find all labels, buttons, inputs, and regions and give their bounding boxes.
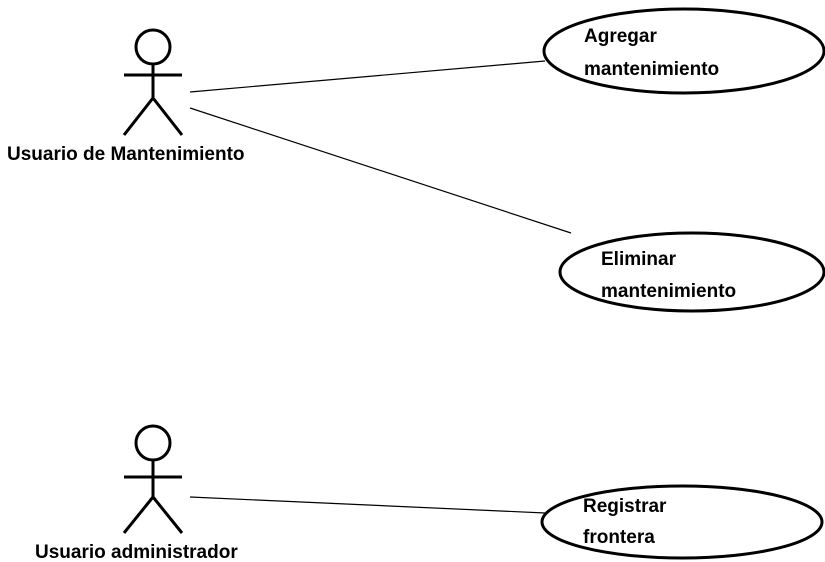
use-case-registrar-frontera: Registrar frontera xyxy=(540,484,824,560)
actor-maintenance: Usuario de Mantenimiento xyxy=(7,28,245,165)
association-admin-register xyxy=(189,496,546,514)
use-case-label-line: Agregar xyxy=(584,26,657,47)
stick-figure-icon xyxy=(122,28,184,136)
actor-label: Usuario de Mantenimiento xyxy=(7,144,245,165)
use-case-ellipse xyxy=(542,7,825,95)
actor-label: Usuario administrador xyxy=(35,542,238,562)
association-maintenance-add xyxy=(189,60,546,93)
use-case-label-line: mantenimiento xyxy=(584,59,719,80)
use-case-ellipse xyxy=(558,231,825,313)
use-case-label-line: Registrar xyxy=(583,496,667,517)
association-maintenance-delete xyxy=(189,107,572,234)
use-case-label-line: Eliminar xyxy=(601,249,677,270)
use-case-agregar-mantenimiento: Agregar mantenimiento xyxy=(542,7,825,95)
use-case-ellipse xyxy=(540,484,824,560)
use-case-eliminar-mantenimiento: Eliminar mantenimiento xyxy=(558,231,825,313)
use-case-label-line: mantenimiento xyxy=(601,281,736,302)
use-case-label-line: frontera xyxy=(583,527,655,548)
stick-figure-icon xyxy=(122,424,184,534)
actor-admin: Usuario administrador xyxy=(35,424,238,562)
